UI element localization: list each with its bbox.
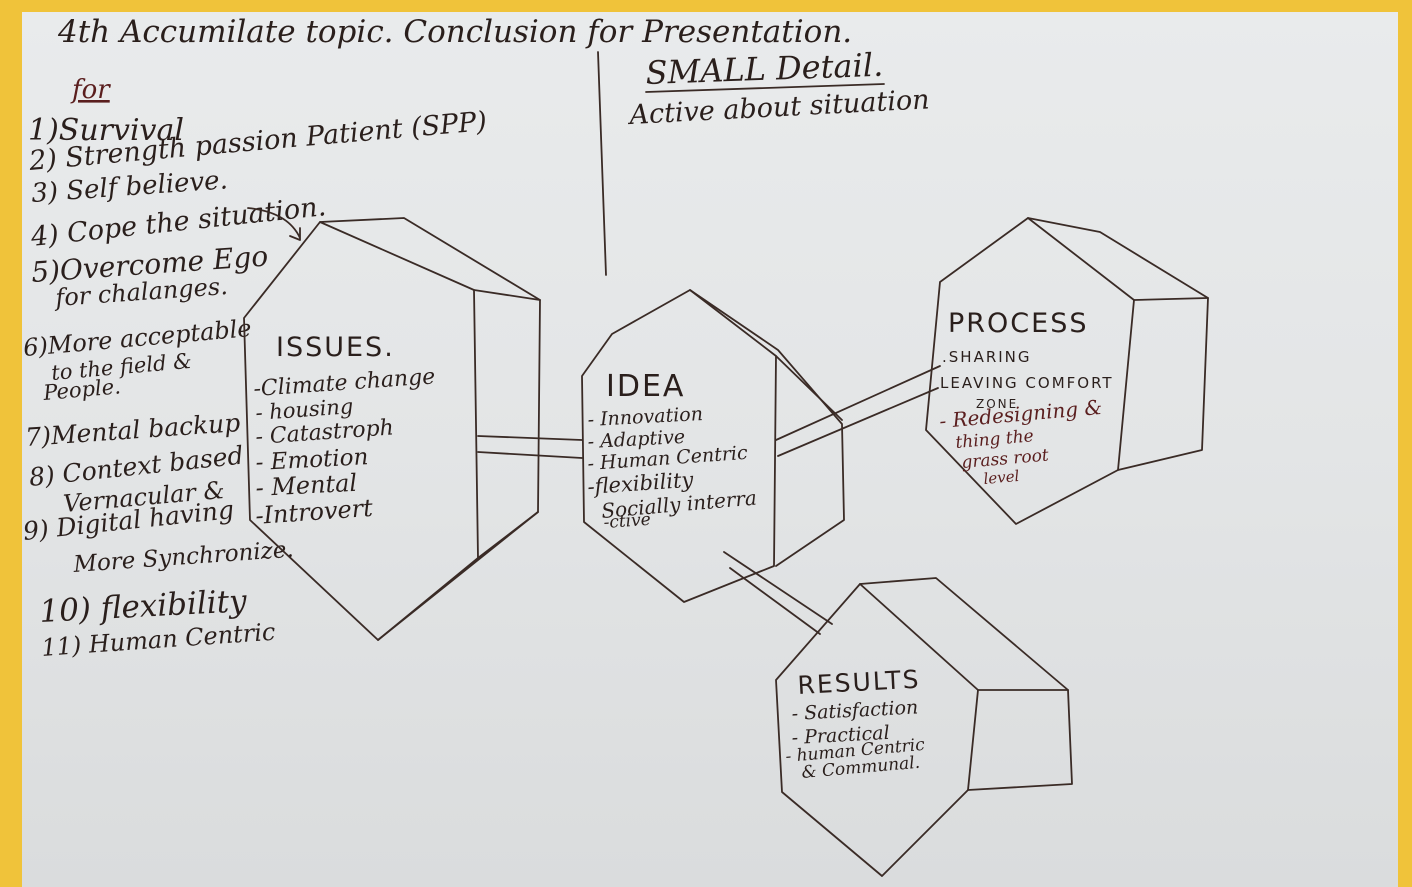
paper-sheet xyxy=(22,12,1398,887)
heading: 4th Accumilate topic. Conclusion for Pre… xyxy=(57,14,852,50)
issues-title: ISSUES. xyxy=(276,332,395,363)
results-item: - Practical xyxy=(791,722,890,749)
idea-item: - Adaptive xyxy=(587,426,686,453)
small-detail-underline xyxy=(645,83,885,93)
connector xyxy=(775,365,941,457)
left-list-title: for xyxy=(70,75,111,105)
idea-title: IDEA xyxy=(606,369,685,404)
results-item: - Satisfaction xyxy=(791,696,919,725)
idea-item: - Innovation xyxy=(587,403,703,431)
process-item: .SHARING xyxy=(942,348,1032,366)
process-prism: PROCESS .SHARING LEAVING COMFORT ZONE - … xyxy=(925,217,1209,525)
idea-item: -ctive xyxy=(603,510,651,533)
issues-item: - Mental xyxy=(255,469,358,502)
issues-item: - Emotion xyxy=(255,444,369,476)
connector xyxy=(477,435,583,459)
process-item: LEAVING COMFORT xyxy=(940,374,1114,392)
small-detail-title: SMALL Detail. xyxy=(645,46,884,92)
issues-prism: ISSUES. -Climate change - housing - Cata… xyxy=(243,217,541,641)
list-item: More Synchronize. xyxy=(72,537,295,578)
process-item: level xyxy=(983,467,1020,488)
process-item: ZONE xyxy=(976,397,1018,411)
results-prism: RESULTS - Satisfaction - Practical - hum… xyxy=(775,577,1073,877)
idea-prism: IDEA - Innovation - Adaptive - Human Cen… xyxy=(581,289,845,603)
results-title: RESULTS xyxy=(797,665,921,700)
list-item: 1)Survival xyxy=(28,113,184,148)
process-title: PROCESS xyxy=(948,308,1088,339)
small-detail: SMALL Detail. Active about situation xyxy=(626,46,931,131)
arrow-icon xyxy=(247,207,301,241)
connector xyxy=(723,551,833,635)
divider-line xyxy=(597,51,607,276)
